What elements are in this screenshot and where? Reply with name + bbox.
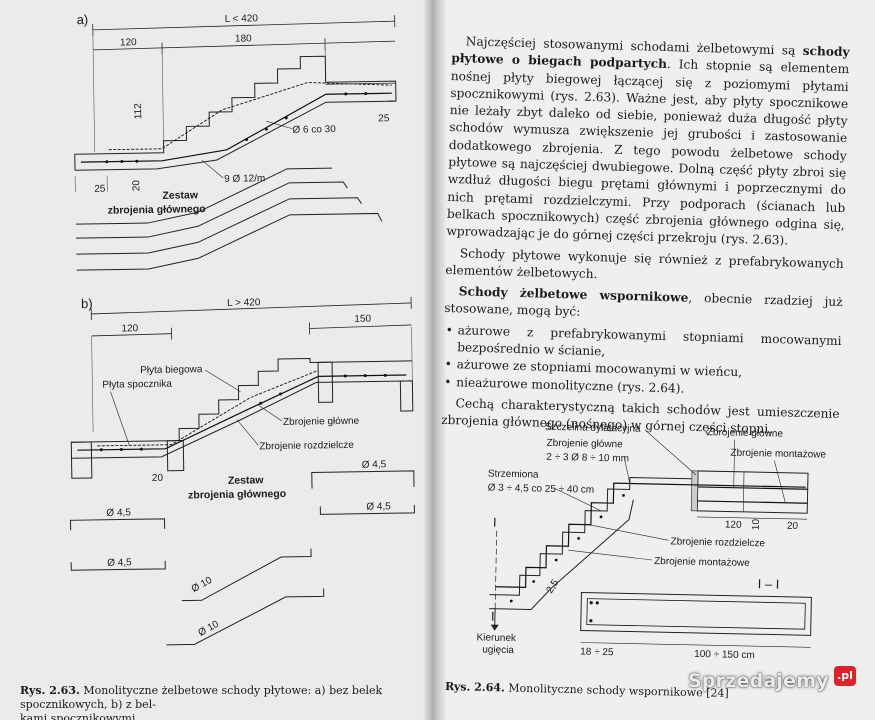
fig264-label-gap: Szczelina dylatacyjna (545, 422, 641, 435)
caption-2-63-text-2: kami spocznikowymi (20, 712, 136, 720)
paragraph-1: Najczęściej stosowanymi schodami żelbeto… (446, 33, 850, 252)
right-page: Szczelina dylatacyjna Zbrojenie główne Z… (433, 0, 875, 720)
fig264-dim-120: 120 (725, 520, 742, 531)
fig264-section-title: I – I (758, 576, 780, 591)
paragraph-4: Cechą charakterystyczną takich schodów j… (440, 396, 840, 437)
paragraph-1-rest: . Ich stopnie są elementem nośnej płyty … (446, 57, 850, 248)
fig-a-set-label-1: Zestaw (162, 189, 199, 202)
caption-2-63: Rys. 2.63. Monolityczne żelbetowe schody… (20, 684, 430, 720)
book-gutter (423, 0, 447, 720)
paragraph-3: Schody żelbetowe wspornikowe, obecnie rz… (444, 283, 843, 329)
fig-b-set-label-2: zbrojenia głównego (188, 488, 286, 502)
fig-b-dim-left: 120 (121, 323, 138, 334)
fig-a-rebar-top: Ø 6 co 30 (292, 124, 336, 136)
fig264-label-main-spec: 2 ÷ 3 Ø 8 ÷ 10 mm (546, 452, 629, 465)
fig264-label-assembly: Zbrojenie montażowe (654, 556, 750, 569)
left-page: a) L < 420 120 180 (0, 0, 433, 720)
fig264-dim-100-150: 100 ÷ 150 cm (694, 649, 755, 661)
fig-a-dim-flight: 180 (235, 33, 252, 44)
fig264-section-mark-top: I (493, 515, 497, 530)
watermark-badge-icon: .pl (834, 666, 856, 686)
fig264-dim-10: 10 (751, 518, 762, 530)
watermark: Sprzedajemy .pl (688, 664, 864, 706)
fig-b-bar-45-c: Ø 4,5 (106, 507, 131, 518)
caption-2-63-number: Rys. 2.63. (20, 684, 80, 697)
fig264-dim-18-25: 18 ÷ 25 (580, 647, 614, 659)
caption-2-63-text: Monolityczne żelbetowe schody płytowe: a… (20, 684, 383, 711)
fig-a-dim-total: L < 420 (225, 13, 259, 25)
right-page-text: Najczęściej stosowanymi schodami żelbeto… (441, 33, 850, 444)
bullet-icon: • (444, 357, 453, 372)
fig-a-dim-20: 20 (131, 180, 142, 192)
fig264-deflection-1: Kierunek (476, 632, 517, 644)
fig264-label-main-top: Zbrojenie główne (707, 427, 784, 440)
figure-b-letter: b) (81, 296, 93, 311)
figure-a-letter: a) (77, 12, 89, 27)
fig-a-set-label-2: zbrojenia głównego (108, 203, 206, 217)
fig-b-label-dist-rebar: Zbrojenie rozdzielcze (259, 440, 354, 452)
fig-a-dim-landing: 120 (120, 37, 137, 48)
paragraph-2: Schody płytowe wykonuje się również z pr… (445, 245, 844, 282)
fig-b-label-landing-slab: Płyta spocznika (102, 379, 172, 391)
fig-b-dim-total: L > 420 (227, 297, 261, 309)
list-item-text: ażurowe z prefabrykowanymi stopniami moc… (457, 323, 842, 359)
fig264-section-mark-bottom: I (491, 609, 495, 624)
fig264-label-stirrup: Strzemiona (488, 469, 539, 481)
fig264-dim-20: 20 (787, 521, 799, 532)
fig-b-label-main-rebar: Zbrojenie główne (283, 416, 360, 428)
fig-b-bar-45-a: Ø 4,5 (362, 459, 387, 470)
caption-2-64-number: Rys. 2.64. (444, 679, 506, 695)
fig-a-dim-rise: 112 (133, 103, 144, 120)
fig264-label-main-left: Zbrojenie główne (546, 438, 623, 451)
fig-a-dim-25-right: 25 (378, 113, 390, 124)
fig264-label-stirrup-spec: Ø 3 ÷ 4,5 co 25 ÷ 40 cm (488, 483, 595, 496)
watermark-text: Sprzedajemy (688, 670, 829, 692)
fig264-deflection-2: ugięcia (482, 644, 514, 656)
fig-b-bar-45-d: Ø 4,5 (107, 557, 132, 568)
figure-2-63: a) L < 420 120 180 (69, 12, 415, 646)
fig-b-dim-20: 20 (152, 473, 164, 484)
fig-b-set-label-1: Zestaw (228, 474, 265, 487)
fig-b-label-flight-slab: Płyta biegowa (140, 364, 203, 376)
fig264-label-dist: Zbrojenie rozdzielcze (670, 536, 765, 549)
bullet-icon: • (445, 322, 454, 337)
fig-a-rebar-bottom: 9 Ø 12/m (224, 173, 265, 185)
fig-b-bar-45-b: Ø 4,5 (366, 501, 391, 512)
fig264-label-assembly-top: Zbrojenie montażowe (730, 448, 826, 461)
bullet-icon: • (444, 374, 452, 389)
bullet-list: •ażurowe z prefabrykowanymi stopniami mo… (442, 322, 842, 402)
fig-b-dim-right: 150 (354, 314, 371, 325)
fig-a-dim-25-left: 25 (94, 184, 106, 195)
fig-b-bar-10-a: Ø 10 (190, 575, 215, 595)
figure-2-64: Szczelina dylatacyjna Zbrojenie główne Z… (476, 422, 826, 661)
fig-b-bar-10-b: Ø 10 (196, 619, 221, 639)
